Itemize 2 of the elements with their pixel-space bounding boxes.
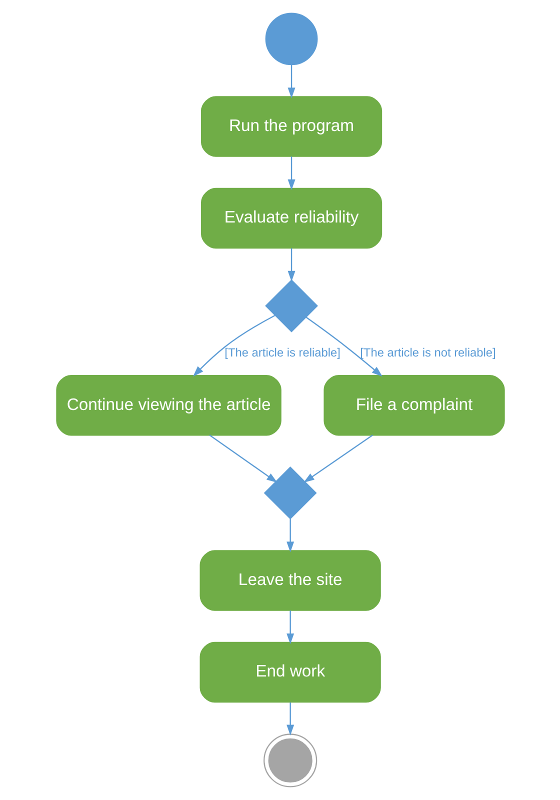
- edge-label: [The article is not reliable]: [360, 346, 496, 360]
- edge-label: [The article is reliable]: [224, 346, 340, 360]
